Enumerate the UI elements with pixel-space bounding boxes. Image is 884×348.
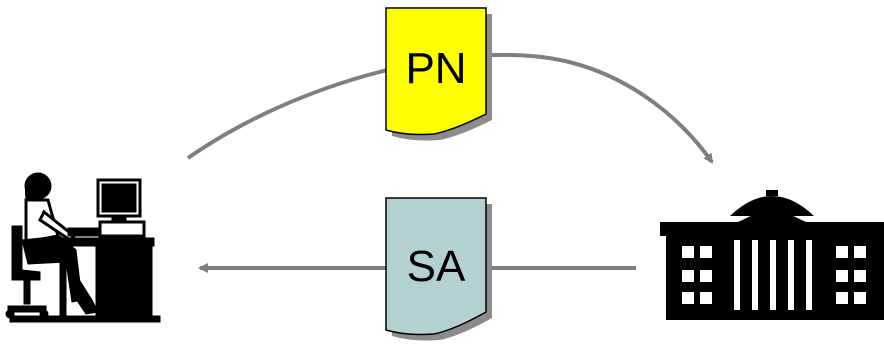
sa-document: SA	[385, 197, 492, 341]
pn-document: PN	[385, 7, 492, 141]
pn-document-sheet	[385, 7, 487, 136]
sa-document-label: SA	[407, 242, 466, 291]
request-arrow	[186, 52, 714, 164]
pn-document-label: PN	[405, 44, 466, 93]
government-building-icon	[660, 190, 884, 320]
person-at-computer-icon	[5, 172, 161, 323]
sa-document-sheet	[385, 197, 487, 336]
